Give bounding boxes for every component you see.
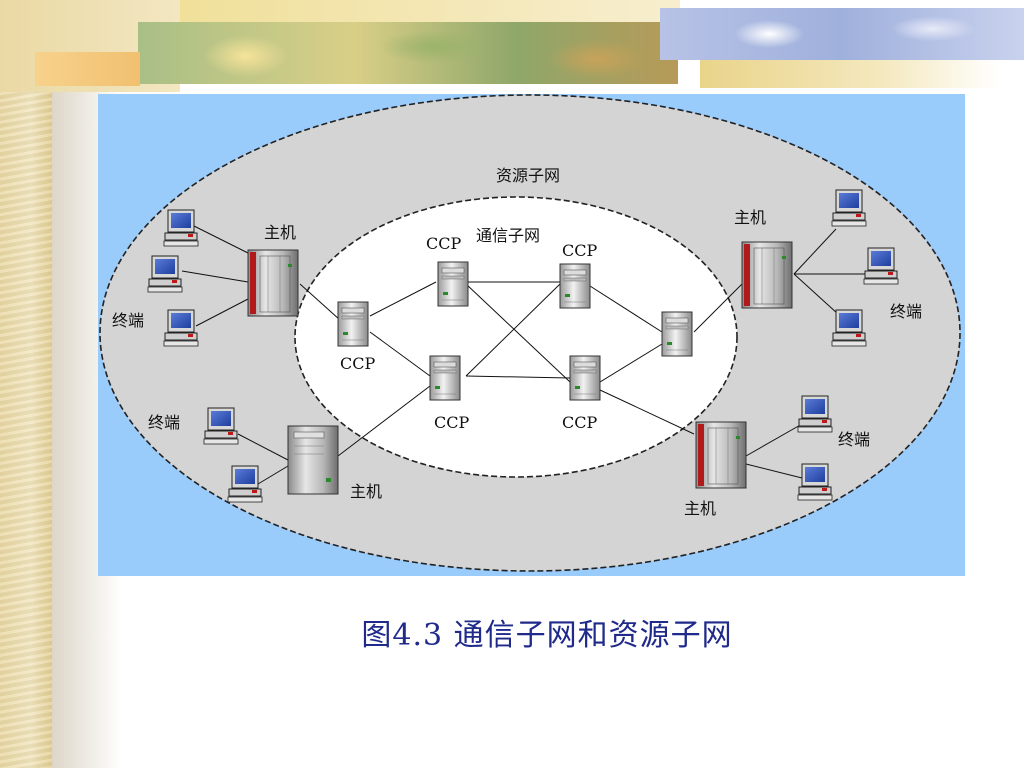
host-label-bottom-left: 主机 [350, 482, 382, 501]
host-label-left: 主机 [264, 223, 296, 242]
host-top-right [741, 241, 793, 309]
ccp-label-top-left: CCP [426, 234, 461, 253]
terminal-label-bottom-right: 终端 [838, 430, 870, 449]
terminal-right-3 [831, 309, 867, 347]
terminal-left-2 [147, 255, 183, 293]
banner-tile-grass [700, 60, 1000, 88]
terminal-left-3 [163, 309, 199, 347]
host-bottom-left [287, 425, 339, 495]
banner-tile-blue [660, 8, 1024, 60]
banner-tile-orange [35, 52, 140, 86]
ccp-label-bottom-right: CCP [562, 413, 597, 432]
host-label-top-right: 主机 [734, 208, 766, 227]
ccp-node-right [661, 311, 693, 357]
communication-subnet-label: 通信子网 [476, 226, 540, 245]
ccp-label-left: CCP [340, 354, 375, 373]
terminal-label-right: 终端 [890, 302, 922, 321]
ccp-node-bottom-right [569, 355, 601, 401]
terminal-left-1 [163, 209, 199, 247]
ccp-label-bottom-left: CCP [434, 413, 469, 432]
terminal-bottom-left-1 [203, 407, 239, 445]
network-diagram: 资源子网 通信子网 CCP CCP CCP CCP CCP 主机 主机 主机 主… [98, 94, 965, 576]
terminal-label-bottom-left: 终端 [148, 413, 180, 432]
communication-subnet-boundary [294, 196, 738, 478]
ccp-node-bottom-left [429, 355, 461, 401]
parchment-strip [0, 0, 52, 768]
banner-tile-leaves [138, 22, 678, 84]
ccp-node-left [337, 301, 369, 347]
decorative-banner [0, 0, 1024, 92]
host-left [247, 249, 299, 317]
ccp-node-top-right [559, 263, 591, 309]
terminal-bottom-left-2 [227, 465, 263, 503]
terminal-right-1 [831, 189, 867, 227]
terminal-label-left: 终端 [112, 311, 144, 330]
resource-subnet-label: 资源子网 [496, 166, 560, 185]
host-label-bottom-right: 主机 [684, 499, 716, 518]
links [181, 225, 868, 485]
host-bottom-right [695, 421, 747, 489]
ccp-label-top-right: CCP [562, 241, 597, 260]
banner-tile-light [180, 0, 680, 22]
terminal-bottom-right-2 [797, 463, 833, 501]
ccp-node-top-left [437, 261, 469, 307]
terminal-bottom-right-1 [797, 395, 833, 433]
terminal-right-2 [863, 247, 899, 285]
network-diagram-svg: 资源子网 通信子网 CCP CCP CCP CCP CCP 主机 主机 主机 主… [99, 94, 961, 572]
figure-caption: 图4.3 通信子网和资源子网 [361, 618, 733, 653]
